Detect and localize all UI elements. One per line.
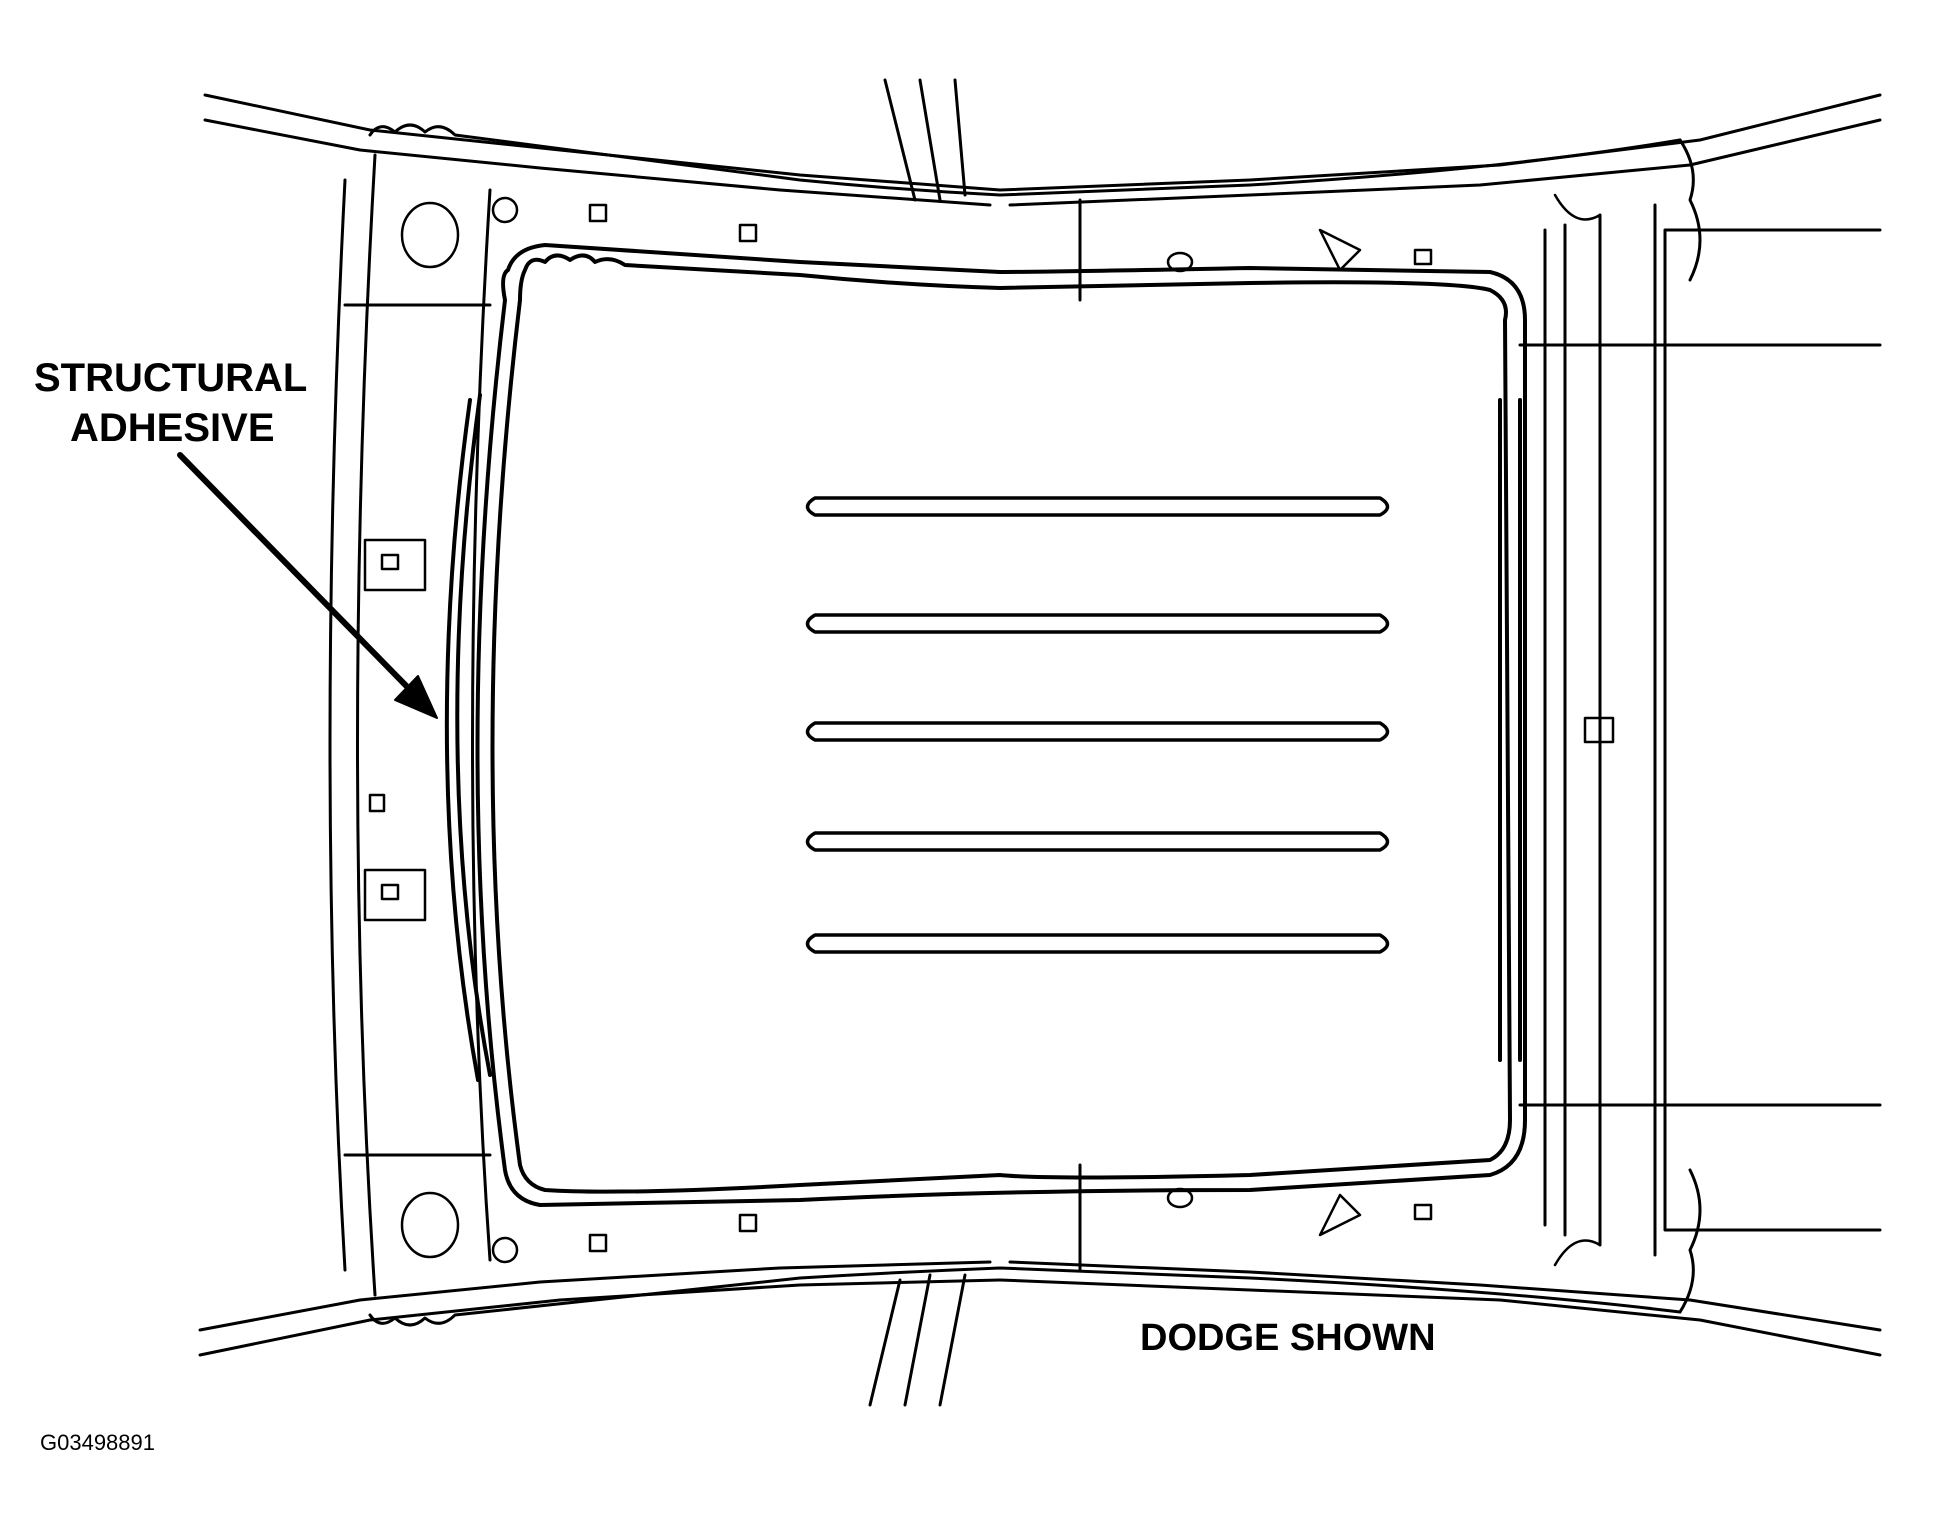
callout-label-structural: STRUCTURAL: [34, 356, 308, 400]
b-pillar-bottom: [868, 1273, 967, 1407]
center-bead-4: [805, 831, 1390, 852]
frame-details: [363, 193, 1615, 1267]
center-bead-2: [805, 613, 1390, 634]
rear-window-frame: [1663, 228, 1882, 1232]
rail-top-right: [998, 93, 1882, 192]
rail-bottom-left-inner: [198, 1260, 992, 1332]
front-header-outer: [356, 153, 377, 1297]
roof-frame: [198, 78, 1882, 1407]
rail-bottom-left: [198, 1278, 1002, 1357]
rail-bottom-right: [998, 1278, 1882, 1357]
b-pillar-top: [883, 78, 967, 202]
rail-bottom-right-inner: [1008, 1260, 1882, 1332]
rail-top-right-inner: [1008, 118, 1882, 207]
perimeter-adhesive-bead: [444, 243, 1527, 1207]
rear-inner-bead: [1498, 398, 1522, 1062]
figure-id: G03498891: [40, 1430, 155, 1455]
caption-dodge-shown: DODGE SHOWN: [1140, 1317, 1436, 1359]
center-bead-1: [805, 496, 1390, 517]
center-bead-3: [805, 721, 1390, 742]
front-header-edge: [328, 178, 347, 1272]
callout-label-adhesive: ADHESIVE: [70, 406, 275, 450]
center-bead-5: [805, 933, 1390, 954]
callout-arrow: [177, 452, 438, 719]
front-header-inner: [471, 188, 492, 1262]
center-adhesive-beads: [805, 496, 1390, 954]
front-inner-bead: [444, 393, 492, 1082]
callout-arrowhead: [394, 675, 438, 719]
outer-rail-bead: [368, 123, 1702, 1327]
rail-top-left-inner: [203, 118, 992, 207]
